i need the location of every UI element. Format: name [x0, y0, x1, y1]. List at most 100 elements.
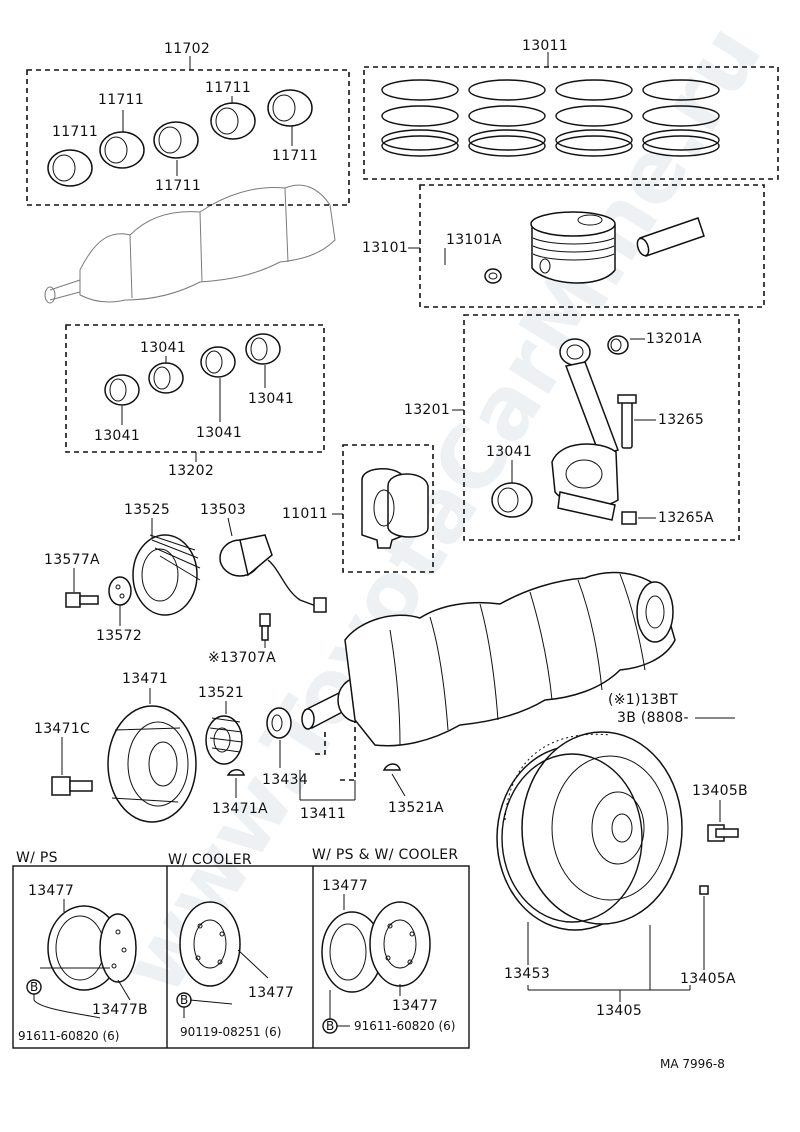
label-13265[interactable]: 13265: [658, 412, 704, 428]
label-13041-a[interactable]: 13041: [140, 340, 186, 356]
variant-w-ps-w-cooler: W/ PS & W/ COOLER 13477 13477 B 91611-60…: [312, 847, 458, 1034]
con-rod-box: [463, 314, 740, 541]
connecting-rod: [551, 338, 619, 521]
label-13041-rod[interactable]: 13041: [486, 444, 532, 460]
variant-w-ps-w-cooler-part[interactable]: 13477: [322, 878, 368, 894]
variant-w-cooler-part[interactable]: 13477: [248, 985, 294, 1001]
rod-bearing-shell: [491, 482, 533, 518]
ring-set-2: [468, 79, 546, 157]
label-13707A[interactable]: ※13707A: [208, 650, 276, 666]
crankshaft-faint: [44, 184, 336, 304]
rod-bolt: [617, 394, 637, 449]
label-13471[interactable]: 13471: [122, 671, 168, 687]
label-13405[interactable]: 13405: [596, 1003, 642, 1019]
bolt-13405B: 13405B: [692, 783, 748, 842]
key-13471A: 13471A: [212, 769, 268, 817]
crank-gear-13521: 13521: [198, 685, 244, 765]
rod-shell-2: [148, 362, 184, 394]
label-13521[interactable]: 13521: [198, 685, 244, 701]
bearing-shell-2: [99, 131, 145, 169]
variant-w-ps-w-cooler-bolt[interactable]: 91611-60820 (6): [354, 1019, 456, 1033]
variant-heading-w-ps[interactable]: W/ PS: [16, 850, 58, 866]
variant-w-ps-bolt[interactable]: 91611-60820 (6): [18, 1029, 120, 1043]
bearing-shell-1: [47, 149, 93, 187]
label-13101A[interactable]: 13101A: [446, 232, 502, 248]
variant-w-ps-part2[interactable]: 13477B: [92, 1002, 148, 1018]
piston-ring-set-13011: 13011: [363, 38, 779, 180]
label-13041-d[interactable]: 13041: [248, 391, 294, 407]
label-13041-c[interactable]: 13041: [196, 425, 242, 441]
thrust-washer-box: [342, 444, 434, 573]
figure-code[interactable]: MA 7996-8: [660, 1057, 725, 1071]
bolt-13577A: 13577A: [44, 552, 100, 608]
plate-washer-13572: 13572: [96, 576, 142, 644]
crankshaft: [301, 571, 676, 747]
label-11711-e[interactable]: 11711: [272, 148, 318, 164]
thrust-washer-set-11011: 11011: [282, 444, 434, 573]
label-13434[interactable]: 13434: [262, 772, 308, 788]
rod-shell-1: [104, 374, 140, 406]
pulley-variant-table: W/ PS 13477 13477B B 91611-60820 (6) W/ …: [12, 847, 470, 1049]
label-13411[interactable]: 13411: [300, 806, 346, 822]
note-applicability-1[interactable]: (※1)13BT: [608, 692, 678, 708]
label-13572[interactable]: 13572: [96, 628, 142, 644]
rod-nut: [621, 511, 637, 525]
piston: [530, 211, 616, 284]
rod-bearing-set-13202: 13202 13041 13041 13041 13041: [65, 324, 325, 479]
variant-w-cooler: W/ COOLER 13477 B 90119-08251 (6): [168, 852, 294, 1039]
bolt-13707A: ※13707A: [208, 613, 276, 666]
label-11711-c[interactable]: 11711: [155, 178, 201, 194]
label-13525[interactable]: 13525: [124, 502, 170, 518]
label-13201[interactable]: 13201: [404, 402, 450, 418]
bearing-set-box: [26, 69, 350, 206]
label-13265A[interactable]: 13265A: [658, 510, 714, 526]
label-13405B[interactable]: 13405B: [692, 783, 748, 799]
note-applicability-2[interactable]: 3B (8808-: [617, 710, 689, 726]
ring-set-4: [642, 79, 720, 157]
label-11711-a[interactable]: 11711: [52, 124, 98, 140]
label-13471C[interactable]: 13471C: [34, 721, 90, 737]
variant-w-cooler-bolt[interactable]: 90119-08251 (6): [180, 1025, 282, 1039]
crank-pulley-13471: 13471: [107, 671, 197, 823]
label-13101[interactable]: 13101: [362, 240, 408, 256]
variant-w-ps-w-cooler-bolt-badge[interactable]: B: [326, 1019, 334, 1033]
variant-table-border: [12, 865, 470, 1049]
ring-set-3: [555, 79, 633, 157]
bearing-shell-3: [153, 121, 199, 159]
piston-set-13101: 13101 13101A: [362, 184, 765, 308]
label-11711-b[interactable]: 11711: [98, 92, 144, 108]
label-13011[interactable]: 13011: [522, 38, 568, 54]
spacer-13434: 13434: [262, 707, 308, 788]
label-13201A[interactable]: 13201A: [646, 331, 702, 347]
key-13521A: 13521A: [382, 763, 444, 816]
pin-13405A: 13405A: [680, 885, 736, 987]
variant-w-ps: W/ PS 13477 13477B B 91611-60820 (6): [16, 850, 148, 1043]
kit-13411: 13411: [299, 722, 356, 822]
label-13453[interactable]: 13453: [504, 966, 550, 982]
variant-w-cooler-bolt-badge[interactable]: B: [180, 993, 188, 1007]
bearing-shell-5: [267, 89, 313, 127]
label-11011[interactable]: 11011: [282, 506, 328, 522]
label-13471A[interactable]: 13471A: [212, 801, 268, 817]
assembly-13405: 13405: [527, 925, 691, 1019]
bolt-13471C: 13471C: [34, 721, 93, 796]
bearing-shell-4: [210, 102, 256, 140]
variant-w-ps-w-cooler-part2[interactable]: 13477: [392, 998, 438, 1014]
label-13521A[interactable]: 13521A: [388, 800, 444, 816]
label-13202[interactable]: 13202: [168, 463, 214, 479]
label-13405A[interactable]: 13405A: [680, 971, 736, 987]
variant-w-ps-part[interactable]: 13477: [28, 883, 74, 899]
label-11711-d[interactable]: 11711: [205, 80, 251, 96]
variant-heading-w-ps-w-cooler[interactable]: W/ PS & W/ COOLER: [312, 847, 458, 863]
variant-w-ps-bolt-badge[interactable]: B: [30, 980, 38, 994]
label-13041-b[interactable]: 13041: [94, 428, 140, 444]
ring-gear-13453: 13453: [501, 753, 643, 982]
label-13577A[interactable]: 13577A: [44, 552, 100, 568]
main-bearing-set-11702: 11702 11711 11711 11711 11711 11711: [26, 41, 350, 206]
piston-clip: [484, 268, 502, 284]
crank-position-sensor-13503: 13503: [200, 502, 327, 613]
label-13503[interactable]: 13503: [200, 502, 246, 518]
label-11702[interactable]: 11702: [164, 41, 210, 57]
variant-heading-w-cooler[interactable]: W/ COOLER: [168, 852, 252, 868]
